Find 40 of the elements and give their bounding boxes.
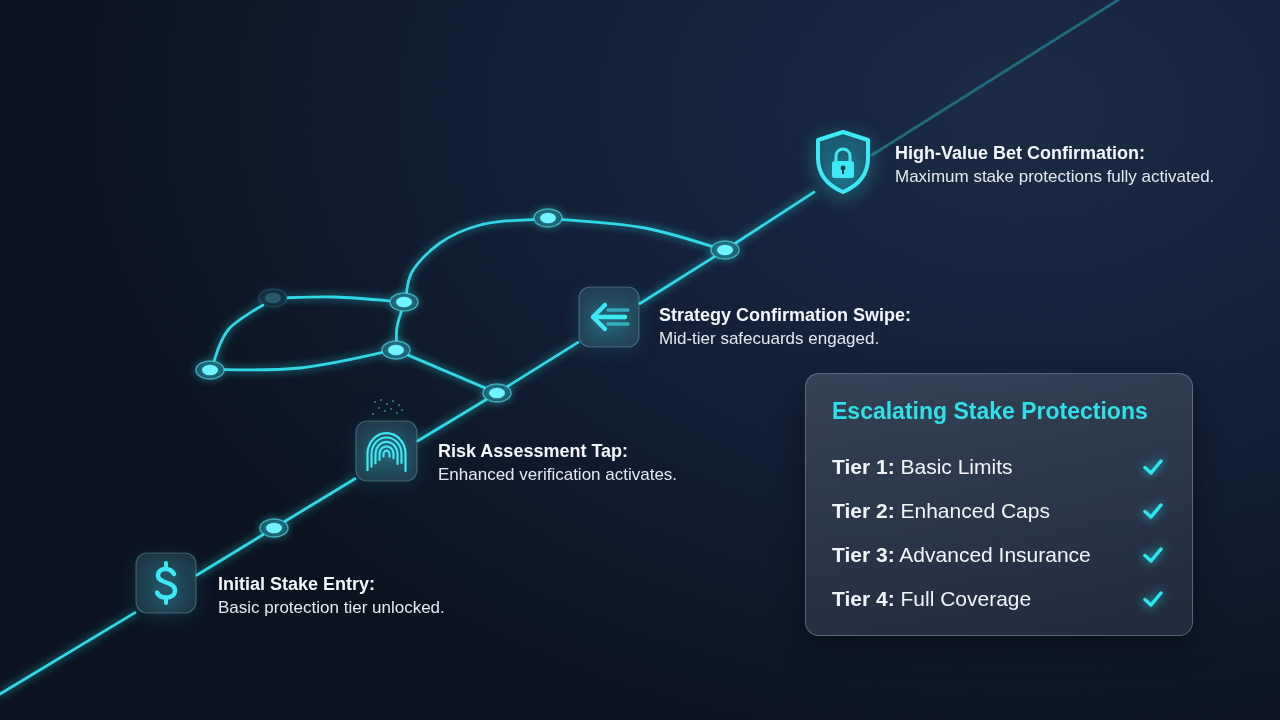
node-dot [389,292,419,312]
step-description: Maximum stake protections fully activated. [895,166,1215,188]
node-dot [195,360,225,380]
step-title: High-Value Bet Confirmation: [895,143,1145,163]
node-dot [533,208,563,228]
step-description: Mid-tier safecuards engaged. [659,328,880,350]
connector-line [734,190,816,245]
connector-line [870,0,1120,157]
connector-line [212,303,265,362]
panel-title: Escalating Stake Protections [832,397,1148,426]
fingerprint-icon [355,398,418,482]
tier-item: Tier 4: Full Coverage [832,586,1032,612]
step-title: Strategy Confirmation Swipe: [659,305,912,325]
connector-line [395,310,403,342]
step-description: Basic protection tier unlocked. [218,597,445,619]
node-dot [259,518,289,538]
connector-line [0,611,137,696]
node-dot [482,383,512,403]
node-dot [381,340,411,360]
connector-line [195,533,265,577]
connector-line [405,218,535,294]
node-dot [710,240,740,260]
node-dot [258,288,288,308]
tier-item: Tier 2: Enhanced Caps [832,498,1050,524]
shield-lock-icon [814,129,872,195]
connector-line [561,218,713,248]
connector-line [416,398,488,443]
connector-line [223,351,383,372]
info-panel [805,373,1193,636]
step-title: Risk Assessment Tap: [438,441,629,461]
connector-line [283,477,357,523]
connector-line [286,295,391,303]
step-title: Initial Stake Entry: [218,574,376,594]
connector-line [506,341,580,388]
tier-item: Tier 1: Basic Limits [832,454,1013,480]
tier-item: Tier 3: Advanced Insurance [832,542,1091,568]
dollar-icon [135,552,197,614]
connector-line [407,354,486,389]
connector-line [638,255,716,305]
step-description: Enhanced verification activates. [438,464,678,486]
